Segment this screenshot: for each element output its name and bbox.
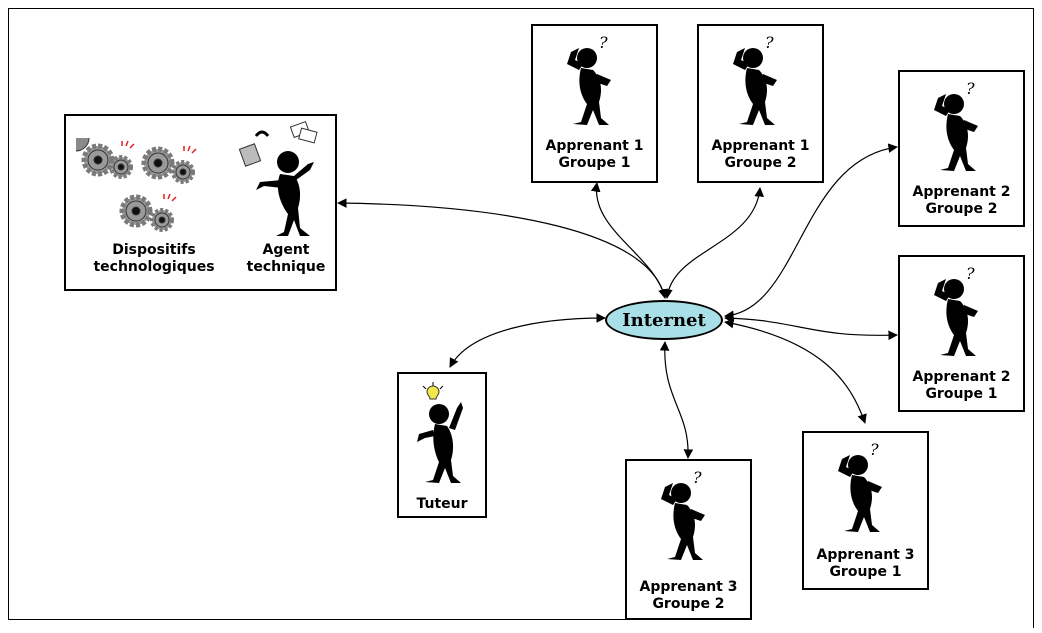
learner-label-line1: Apprenant 2 <box>912 369 1011 385</box>
svg-text:?: ? <box>966 79 975 98</box>
technical-agent-icon <box>238 120 318 236</box>
learner-label-line1: Apprenant 1 <box>711 138 810 154</box>
learner-label-line1: Apprenant 2 <box>912 184 1011 200</box>
learner-label-line2: Groupe 1 <box>558 155 631 171</box>
learner-3-group-1-box: ? Apprenant 3 Groupe 1 <box>802 431 929 590</box>
learner-label: Apprenant 1 Groupe 1 <box>533 138 656 172</box>
agent-label-line2: technique <box>246 259 326 275</box>
diagram-frame <box>8 8 1034 628</box>
tutor-box: Tuteur <box>397 372 487 518</box>
frame-bottom-edge <box>8 619 708 620</box>
thinking-person-icon: ? <box>567 33 611 125</box>
svg-text:?: ? <box>966 264 975 283</box>
learner-1-group-1-box: ? Apprenant 1 Groupe 1 <box>531 24 658 183</box>
link-learner31-internet <box>724 318 867 424</box>
thinking-person-icon: ? <box>733 33 777 125</box>
gear-icon <box>76 138 197 232</box>
tutor-label: Tuteur <box>416 496 468 512</box>
learner-label-line2: Groupe 1 <box>925 386 998 402</box>
link-learner11-internet <box>590 182 668 299</box>
thinking-person-icon: ? <box>661 468 705 560</box>
link-learner32-internet <box>659 341 694 459</box>
devices-label-line2: technologiques <box>93 259 215 275</box>
learner-label-line2: Groupe 2 <box>925 201 998 217</box>
learner-1-group-2-box: ? Apprenant 1 Groupe 2 <box>697 24 824 183</box>
svg-text:?: ? <box>599 33 608 52</box>
learner-label-line1: Apprenant 3 <box>816 547 915 563</box>
thinking-person-icon: ? <box>934 264 978 356</box>
link-learner21-internet <box>724 313 898 341</box>
internet-hub: Internet <box>605 300 723 340</box>
idea-person-icon <box>417 382 463 483</box>
svg-text:?: ? <box>693 468 702 487</box>
thinking-person-icon: ? <box>934 79 978 171</box>
learner-label-line2: Groupe 2 <box>652 596 725 612</box>
link-tech-internet <box>337 198 668 299</box>
svg-text:?: ? <box>870 440 879 459</box>
learner-2-group-1-box: ? Apprenant 2 Groupe 1 <box>898 255 1025 412</box>
agent-label-line1: Agent <box>262 242 310 258</box>
learner-label-line1: Apprenant 1 <box>545 138 644 154</box>
svg-text:?: ? <box>765 33 774 52</box>
thinking-person-icon: ? <box>838 440 882 532</box>
frame-left-edge <box>8 8 9 620</box>
devices-label-line1: Dispositifs <box>112 242 196 258</box>
learner-label: Apprenant 3 Groupe 1 <box>804 547 927 581</box>
learner-label: Apprenant 2 Groupe 1 <box>900 369 1023 403</box>
learner-3-group-2-box: ? Apprenant 3 Groupe 2 <box>625 459 752 620</box>
link-tutor-internet <box>449 313 606 368</box>
learner-label-line2: Groupe 2 <box>724 155 797 171</box>
learner-label: Apprenant 1 Groupe 2 <box>699 138 822 172</box>
learner-label: Apprenant 2 Groupe 2 <box>900 184 1023 218</box>
link-learner22-internet <box>724 143 898 321</box>
internet-label: Internet <box>622 309 706 331</box>
learner-label-line2: Groupe 1 <box>829 564 902 580</box>
tech-resources-box: Dispositifs technologiques Agent techniq… <box>64 114 337 291</box>
learner-label-line1: Apprenant 3 <box>639 579 738 595</box>
devices-label: Dispositifs technologiques <box>84 242 224 276</box>
agent-label: Agent technique <box>239 242 333 276</box>
learner-2-group-2-box: ? Apprenant 2 Groupe 2 <box>898 70 1025 227</box>
learner-label: Apprenant 3 Groupe 2 <box>627 579 750 613</box>
link-learner12-internet <box>663 187 765 299</box>
